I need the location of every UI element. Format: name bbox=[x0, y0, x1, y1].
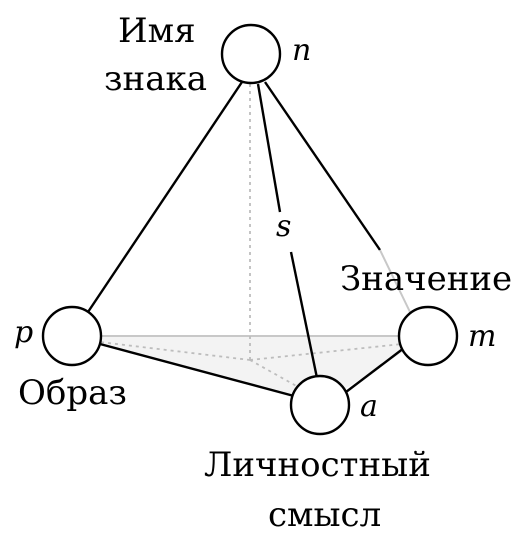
edge-n-m-upper bbox=[264, 81, 381, 251]
edge-m-a bbox=[345, 347, 405, 393]
label-n-line1: Имя bbox=[118, 11, 196, 51]
dotted-center-m bbox=[249, 343, 403, 361]
label-p: Образ bbox=[18, 373, 127, 413]
label-a-line1: Личностный bbox=[204, 445, 431, 485]
label-n-line2: знака bbox=[104, 59, 207, 99]
symbol-m: m bbox=[468, 319, 496, 354]
edge-n-p bbox=[87, 81, 243, 313]
symbol-a: a bbox=[360, 389, 378, 424]
edge-label-s: s bbox=[276, 209, 291, 244]
label-m: Значение bbox=[340, 259, 512, 299]
symbol-p: p bbox=[14, 315, 33, 350]
node-m bbox=[397, 305, 459, 367]
edge-n-m-behind-label bbox=[379, 249, 411, 313]
edge-n-a-lower bbox=[289, 251, 319, 379]
symbol-n: n bbox=[292, 33, 311, 68]
node-p bbox=[41, 305, 103, 367]
label-a-line2: смысл bbox=[268, 495, 381, 535]
edge-n-a-upper bbox=[256, 83, 282, 213]
node-a bbox=[289, 374, 351, 436]
edge-p-a bbox=[99, 342, 295, 398]
dotted-center-a bbox=[249, 359, 301, 389]
node-n bbox=[220, 23, 282, 85]
